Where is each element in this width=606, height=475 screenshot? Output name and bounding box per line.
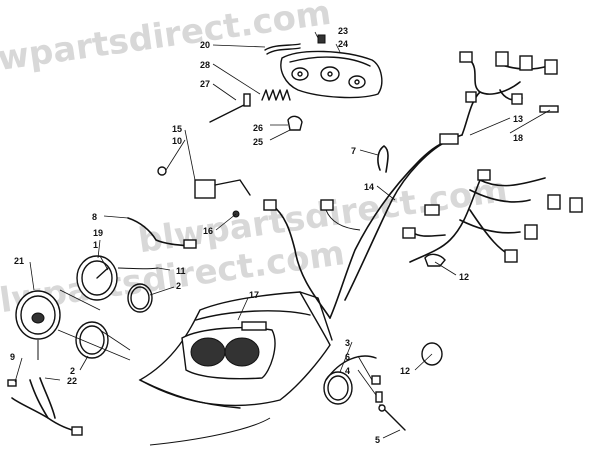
- gauge-housing-3: [323, 355, 377, 405]
- callout-2-upper: 2: [176, 281, 181, 291]
- ring-2-upper: [127, 283, 153, 313]
- gauge-1: [76, 255, 118, 301]
- strap: [264, 43, 301, 51]
- socket: [371, 375, 381, 385]
- callout-20: 20: [200, 40, 210, 50]
- callout-14: 14: [364, 182, 374, 192]
- callout-19: 19: [93, 228, 103, 238]
- adjusting-screw: [209, 93, 251, 123]
- callout-23: 23: [338, 26, 348, 36]
- callout-12-right: 12: [459, 272, 469, 282]
- bulb-clip: [317, 34, 326, 44]
- upper-harness: [459, 51, 559, 136]
- socket-2: [375, 391, 383, 403]
- lens-assembly: [280, 50, 383, 99]
- callout-13: 13: [513, 114, 523, 124]
- leader-lines: [14, 31, 551, 439]
- callout-15: 15: [172, 124, 182, 134]
- bracket-15: [194, 179, 251, 199]
- mount-bracket: [287, 115, 303, 131]
- callout-22: 22: [67, 376, 77, 386]
- callout-5: 5: [375, 435, 380, 445]
- callout-21: 21: [14, 256, 24, 266]
- snap-ring: [421, 342, 443, 366]
- callout-4: 4: [345, 366, 350, 376]
- callout-8: 8: [92, 212, 97, 222]
- gauge-wire: [127, 217, 191, 247]
- spring: [261, 89, 291, 101]
- callout-11: 11: [176, 266, 186, 276]
- callouts: 20 28 27 26 25 23 24 15 10 16 7 14 13 18…: [10, 26, 523, 445]
- side-harness: [402, 169, 583, 267]
- callout-25: 25: [253, 137, 263, 147]
- callout-1: 1: [93, 240, 98, 250]
- callout-18: 18: [513, 133, 523, 143]
- callout-17: 17: [249, 290, 259, 300]
- callout-28: 28: [200, 60, 210, 70]
- bolt-10: [157, 166, 167, 176]
- callout-24: 24: [338, 39, 348, 49]
- callout-7: 7: [351, 146, 356, 156]
- wire-lead: [377, 145, 389, 173]
- dash-panel: [138, 291, 333, 446]
- callout-26: 26: [253, 123, 263, 133]
- gauge-21: [15, 290, 61, 360]
- callout-12-lower: 12: [400, 366, 410, 376]
- lower-left-harness: [7, 377, 83, 436]
- callout-27: 27: [200, 79, 210, 89]
- callout-3: 3: [345, 338, 350, 348]
- callout-10: 10: [172, 136, 182, 146]
- callout-9: 9: [10, 352, 15, 362]
- callout-6: 6: [345, 352, 350, 362]
- callout-16: 16: [203, 226, 213, 236]
- ring-2-lower: [75, 321, 109, 359]
- sensor-wire: [117, 267, 159, 270]
- callout-2-lower: 2: [70, 366, 75, 376]
